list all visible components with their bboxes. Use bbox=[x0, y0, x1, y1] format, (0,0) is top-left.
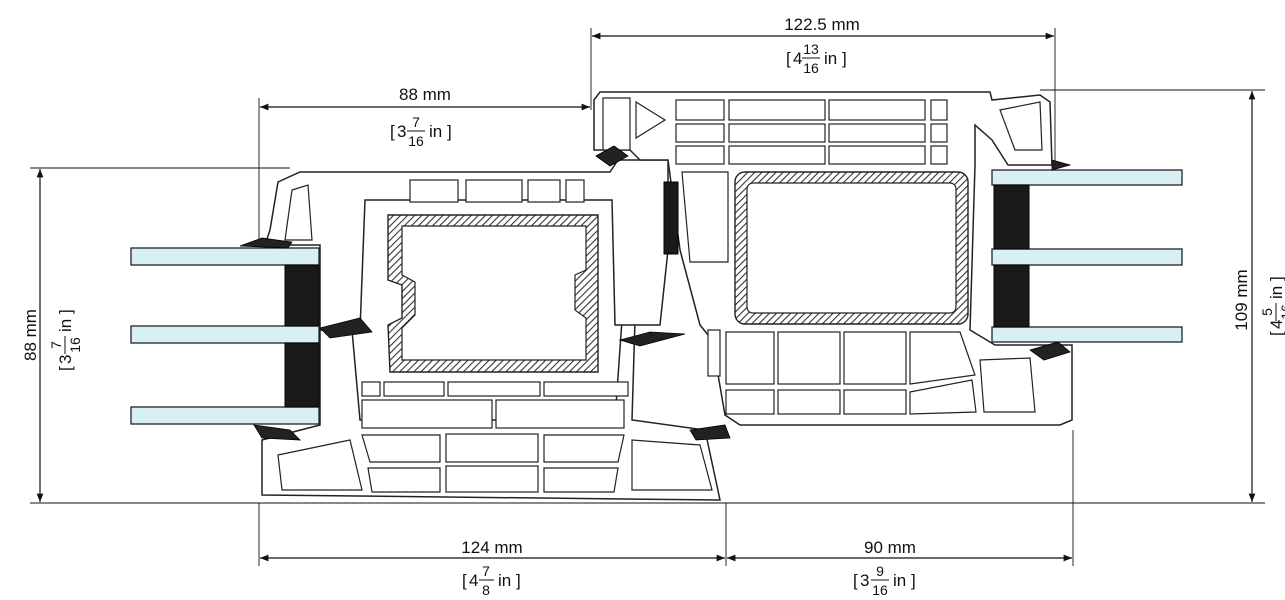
svg-text:]: ] bbox=[1267, 276, 1285, 281]
dim-left-unit: in bbox=[56, 319, 75, 332]
dim-bottom-left-den: 8 bbox=[482, 582, 490, 598]
dim-right-whole: 4 bbox=[1267, 320, 1285, 329]
left-glazing-unit bbox=[130, 247, 320, 425]
dim-top-right-mm: 122.5 mm bbox=[784, 15, 860, 34]
svg-text:[: [ bbox=[786, 49, 791, 68]
dim-bottom-right-whole: 3 bbox=[860, 571, 869, 590]
dim-top-left: 88 mm [ 3 7 16 in ] bbox=[390, 85, 452, 149]
dim-bottom-right-mm: 90 mm bbox=[864, 538, 916, 557]
dim-top-left-mm: 88 mm bbox=[399, 85, 451, 104]
dim-top-left-den: 16 bbox=[408, 133, 424, 149]
dim-left-den: 16 bbox=[67, 337, 83, 353]
svg-text:[: [ bbox=[1267, 331, 1285, 336]
svg-text:]: ] bbox=[56, 309, 75, 314]
dim-top-left-whole: 3 bbox=[397, 122, 406, 141]
dim-bottom-left-whole: 4 bbox=[469, 571, 478, 590]
extension-lines bbox=[30, 28, 1265, 566]
dim-left-num: 7 bbox=[48, 341, 64, 349]
dim-left: 88 mm [ 3 7 16 in ] bbox=[21, 309, 83, 371]
dim-right-unit: in bbox=[1267, 286, 1285, 299]
svg-text:]: ] bbox=[911, 571, 916, 590]
dimension-lines bbox=[36, 32, 1256, 562]
svg-text:[: [ bbox=[56, 366, 75, 371]
dim-bottom-right-unit: in bbox=[893, 571, 906, 590]
dim-top-right: 122.5 mm [ 4 13 16 in ] bbox=[784, 15, 860, 76]
dim-right-num: 5 bbox=[1259, 308, 1275, 316]
dim-right-den: 16 bbox=[1278, 304, 1285, 320]
svg-text:]: ] bbox=[842, 49, 847, 68]
dim-bottom-right-den: 16 bbox=[872, 582, 888, 598]
dim-right-mm: 109 mm bbox=[1232, 269, 1251, 330]
dim-bottom-left-num: 7 bbox=[482, 563, 490, 579]
dim-right: 109 mm [ 4 5 16 in ] bbox=[1232, 269, 1285, 336]
dim-bottom-right: 90 mm [ 3 9 16 in ] bbox=[853, 538, 916, 598]
gaskets bbox=[239, 145, 1072, 441]
dim-top-right-whole: 4 bbox=[793, 49, 802, 68]
svg-text:[: [ bbox=[462, 571, 467, 590]
dim-top-right-num: 13 bbox=[803, 41, 819, 57]
dim-bottom-left-mm: 124 mm bbox=[461, 538, 522, 557]
dim-top-left-unit: in bbox=[429, 122, 442, 141]
dim-left-mm: 88 mm bbox=[21, 309, 40, 361]
svg-text:[: [ bbox=[853, 571, 858, 590]
svg-text:]: ] bbox=[516, 571, 521, 590]
right-glazing-unit bbox=[991, 169, 1183, 343]
svg-text:[: [ bbox=[390, 122, 395, 141]
sash-profile bbox=[261, 159, 721, 501]
dim-bottom-left: 124 mm [ 4 7 8 in ] bbox=[461, 538, 522, 598]
dim-top-right-den: 16 bbox=[803, 60, 819, 76]
dim-top-right-unit: in bbox=[824, 49, 837, 68]
dim-bottom-right-num: 9 bbox=[876, 563, 884, 579]
frame-profile bbox=[593, 91, 1073, 426]
dim-left-whole: 3 bbox=[56, 355, 75, 364]
dim-bottom-left-unit: in bbox=[498, 571, 511, 590]
dim-top-left-num: 7 bbox=[412, 114, 420, 130]
svg-text:]: ] bbox=[447, 122, 452, 141]
